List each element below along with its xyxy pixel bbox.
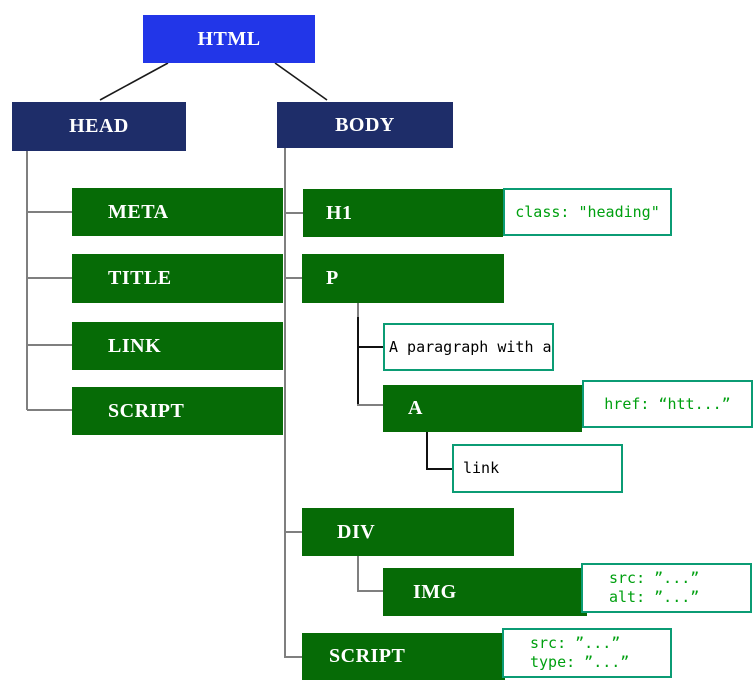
edge-head-trunk [26,151,28,410]
edge-body-script [285,656,302,658]
root-edges [99,62,328,101]
edge-p-a [357,404,383,406]
edge-div-img [357,590,383,592]
edge-head-script [27,409,72,411]
node-img: IMG [383,568,587,616]
edge-body-p [285,277,302,279]
edge-head-link [27,344,72,346]
node-link: LINK [72,322,283,370]
edge-p-trunk-stub [357,303,359,319]
node-a: A [383,385,582,432]
node-html: HTML [143,15,315,63]
edge-html-head [99,62,169,101]
textnode-paragraph-text: A paragraph with a [389,337,552,356]
annotation-h1-attributes: class: "heading" [503,188,672,236]
textnode-link: link [452,444,623,493]
edge-a-trunk [426,432,428,470]
annotation-img-attributes: src: ”...” alt: ”...” [581,563,752,613]
node-div: DIV [302,508,514,556]
annotation-img-alt: alt: ”...” [609,588,700,606]
node-body: BODY [277,102,453,148]
node-meta: META [72,188,283,236]
edge-p-textnode [358,346,383,348]
textnode-link-text: link [463,459,500,477]
annotation-script-attributes: src: ”...” type: ”...” [502,628,672,678]
annotation-img-src: src: ”...” [609,569,700,587]
edge-head-title [27,277,72,279]
edge-head-meta [27,211,72,213]
annotation-h1-class: class: "heading" [515,202,660,221]
edge-body-h1 [285,212,303,214]
textnode-paragraph: A paragraph with a [383,323,554,371]
node-script-body: SCRIPT [302,633,505,680]
annotation-script-type: type: ”...” [530,653,630,671]
edge-div-trunk [357,556,359,592]
node-p: P [302,254,504,303]
node-head: HEAD [12,102,186,151]
edge-body-div [285,531,302,533]
edge-html-body [274,62,328,101]
annotation-a-href: href: “htt...” [604,394,731,413]
edge-p-trunk [357,317,359,406]
edge-body-trunk [284,148,286,658]
annotation-script-src: src: ”...” [530,634,621,652]
node-title: TITLE [72,254,283,303]
node-h1: H1 [303,189,503,237]
annotation-a-attributes: href: “htt...” [582,380,753,428]
edge-a-textnode [427,468,452,470]
node-script-head: SCRIPT [72,387,283,435]
